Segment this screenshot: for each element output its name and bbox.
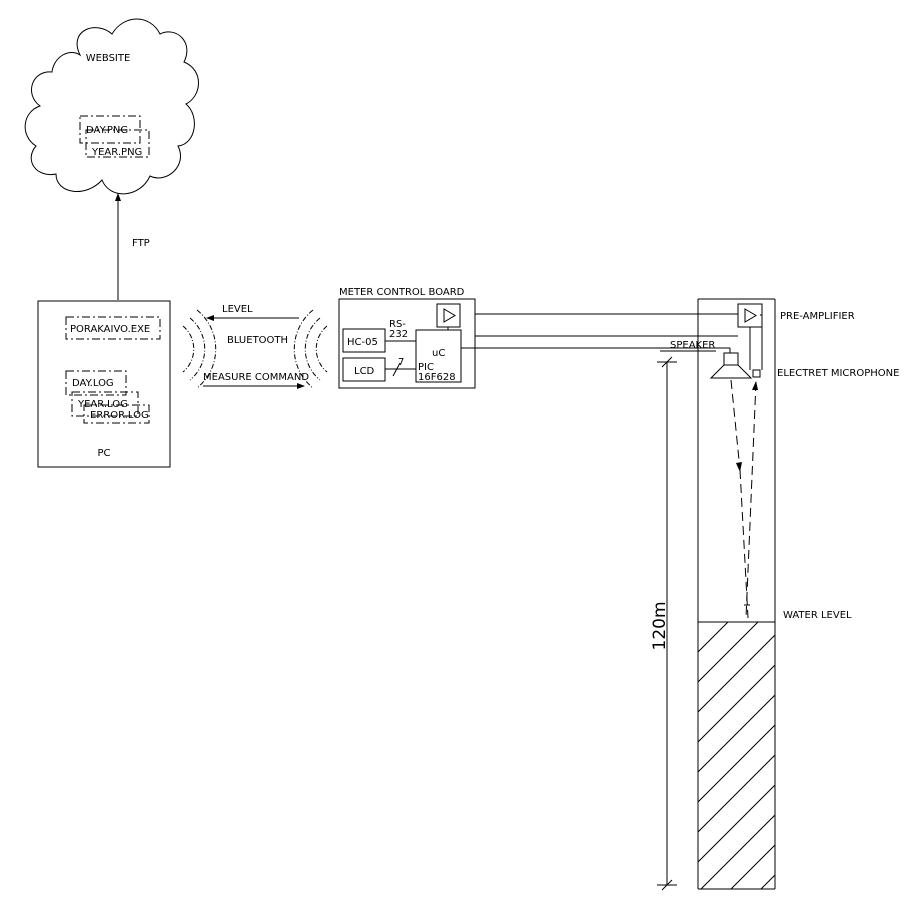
microphone-icon: [752, 369, 761, 378]
board-radio-waves: [293, 309, 328, 389]
error-log-frame: [83, 404, 150, 424]
uc-box: [415, 329, 462, 383]
depth-top-slash: [661, 356, 673, 368]
website-file-year-png: YEAR.PNG: [91, 147, 142, 158]
pc-radio-waves: [182, 309, 217, 389]
echo-arrow-up: [752, 381, 758, 390]
website-cloud: [24, 18, 199, 195]
pc-log-day: DAY.LOG: [72, 378, 114, 389]
depth-label: 120m: [650, 601, 670, 650]
sound-arrow-down: [736, 462, 742, 472]
day-log-frame: [65, 370, 127, 396]
depth-bottom-slash: [661, 879, 673, 891]
year-png-frame: [85, 129, 150, 158]
sound-path-lower: [739, 469, 749, 619]
porakaivo-exe-frame: [65, 316, 161, 340]
hc05-label: HC-05: [347, 337, 378, 348]
pc-log-error: ERROR.LOG: [90, 410, 149, 421]
water-hatch: [698, 622, 775, 889]
measure-command-label: MEASURE COMMAND: [203, 372, 309, 383]
bluetooth-label: BLUETOOTH: [227, 335, 288, 346]
level-label: LEVEL: [222, 304, 253, 315]
level-arrow-head: [206, 315, 214, 321]
bus-width-label: 7: [398, 357, 404, 368]
pre-amplifier-box: [737, 303, 763, 328]
rs232-label-bottom: 232: [389, 329, 408, 340]
measure-arrow-head: [297, 383, 305, 389]
water-level-label: WATER LEVEL: [783, 610, 852, 621]
sound-path-down: [730, 379, 741, 471]
board-amplifier-box: [436, 303, 461, 328]
rs232-label-top: RS-: [389, 319, 406, 330]
ftp-label: FTP: [132, 238, 150, 249]
board-title: METER CONTROL BOARD: [339, 287, 465, 298]
bus-slash: [392, 362, 401, 377]
pc-program-label: PORAKAIVO.EXE: [70, 324, 150, 335]
pre-amplifier-icon: [744, 308, 757, 323]
website-title: WEBSITE: [86, 53, 131, 64]
uc-label: uC: [432, 348, 445, 359]
microphone-label: ELECTRET MICROPHONE: [777, 368, 899, 379]
board-amplifier-icon: [443, 308, 456, 323]
pc-title: PC: [97, 448, 110, 459]
ftp-arrow-head: [115, 193, 121, 201]
pic-model-label: 16F628: [418, 372, 456, 383]
board-box: [338, 298, 476, 389]
speaker-icon: [709, 352, 753, 379]
pic-label: PIC: [418, 362, 434, 373]
echo-path-up: [745, 381, 757, 619]
pc-box: [37, 300, 171, 468]
lcd-label: LCD: [354, 366, 375, 377]
pre-amplifier-label: PRE-AMPLIFIER: [780, 311, 855, 322]
speaker-label: SPEAKER: [670, 340, 715, 351]
day-png-frame: [79, 115, 141, 144]
year-log-frame: [71, 391, 139, 417]
